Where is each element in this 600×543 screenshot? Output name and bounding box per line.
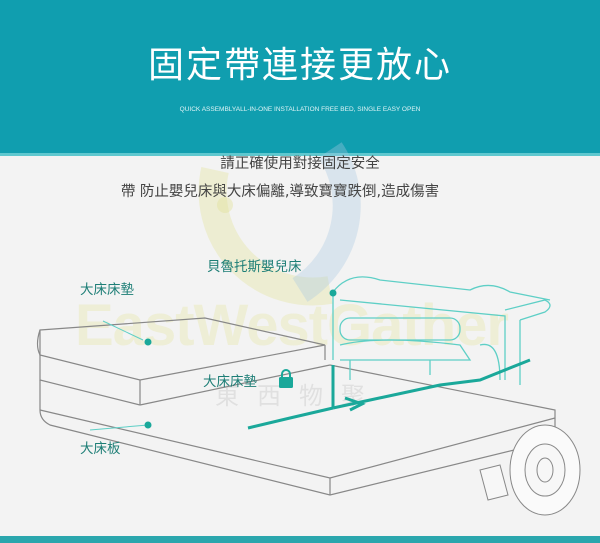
label-bed-board: 大床板 xyxy=(80,441,121,457)
header-divider xyxy=(0,153,600,156)
lock-icon xyxy=(279,369,293,388)
arrow-icon xyxy=(344,396,366,412)
label-mattress-top: 大床床墊 xyxy=(80,282,134,298)
label-mattress-mid: 大床床墊 xyxy=(203,374,257,390)
notice-line-2: 帶 防止嬰兒床與大床偏離,導致寶寶跌倒,造成傷害 xyxy=(120,184,440,200)
strap-roll-icon xyxy=(479,424,581,516)
notice-line-1: 請正確使用對接固定安全 xyxy=(220,156,380,172)
label-crib: 貝魯托斯嬰兒床 xyxy=(207,259,302,275)
page-subtitle: QUICK ASSEMBLYALL-IN-ONE INSTALLATION FR… xyxy=(179,106,421,113)
page-title: 固定帶連接更放心 xyxy=(147,45,452,86)
bottom-strip xyxy=(0,536,600,543)
header-banner xyxy=(0,0,600,155)
watermark-latin: EastWestGather xyxy=(75,293,509,358)
